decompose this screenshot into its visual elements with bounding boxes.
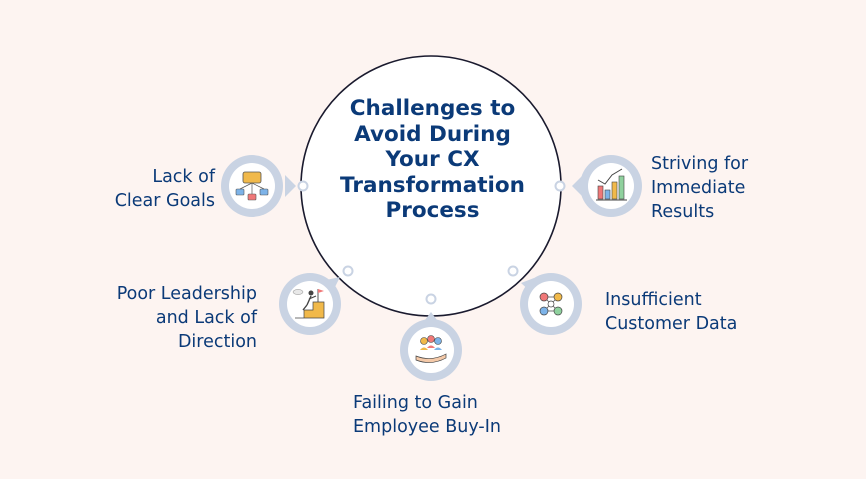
center-title: Challenges to Avoid During Your CX Trans… xyxy=(330,96,535,224)
center-title-line: Your CX xyxy=(385,147,480,172)
label-line: Employee Buy-In xyxy=(353,417,501,437)
connector-dot-right xyxy=(554,180,566,192)
bar-chart-growth-icon xyxy=(572,155,642,217)
label-failing-to-gain-employee-buy-in: Failing to Gain Employee Buy-In xyxy=(353,391,501,439)
label-insufficient-customer-data: Insufficient Customer Data xyxy=(605,288,737,336)
goals-network-icon xyxy=(221,155,296,217)
connector-dot-lower-right xyxy=(507,265,519,277)
label-lack-of-clear-goals: Lack of Clear Goals xyxy=(115,165,215,213)
center-title-line: Transformation xyxy=(340,172,525,198)
center-title-line: Process xyxy=(385,198,480,223)
leader-climbing-icon xyxy=(279,273,341,335)
label-line: Immediate xyxy=(651,178,746,198)
label-striving-for-immediate-results: Striving for Immediate Results xyxy=(651,152,748,224)
label-line: Failing to Gain xyxy=(353,393,478,413)
center-title-line: Challenges to xyxy=(349,96,516,121)
label-poor-leadership: Poor Leadership and Lack of Direction xyxy=(117,282,257,354)
hand-holding-team-icon xyxy=(400,312,462,381)
label-line: Lack of xyxy=(152,167,215,187)
connector-dot-left xyxy=(297,180,309,192)
customer-network-icon xyxy=(520,273,582,335)
connector-dot-lower-left xyxy=(342,265,354,277)
center-title-line: Avoid During xyxy=(354,121,511,147)
connector-dot-bottom xyxy=(425,293,437,305)
label-line: Poor Leadership xyxy=(116,284,257,304)
label-line: Results xyxy=(651,202,715,222)
label-line: Direction xyxy=(177,332,257,352)
label-line: Customer Data xyxy=(605,314,738,334)
label-line: and Lack of xyxy=(155,308,257,328)
label-line: Striving for xyxy=(651,154,749,174)
label-line: Insufficient xyxy=(605,290,702,310)
label-line: Clear Goals xyxy=(114,191,215,211)
